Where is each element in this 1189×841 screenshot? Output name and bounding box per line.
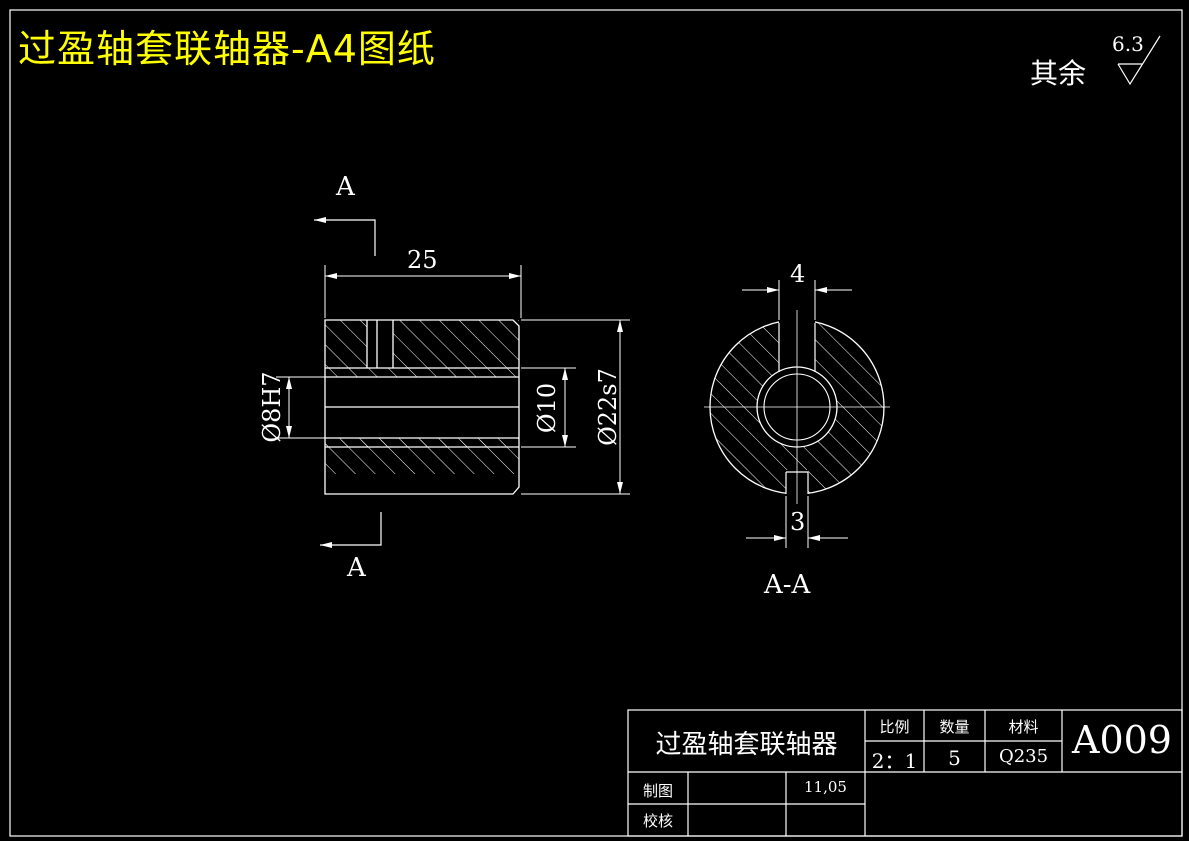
section-arrow-label-bottom: A xyxy=(347,553,366,583)
section-title: A-A xyxy=(764,570,811,600)
tb-material-label: 材料 xyxy=(1008,718,1039,736)
section-aa-view xyxy=(704,310,890,504)
tb-part-name: 过盈轴套联轴器 xyxy=(655,730,838,760)
section-arrow-label-top: A xyxy=(336,172,355,202)
section-cut-marks xyxy=(314,217,382,548)
dim-inner-text: Ø10 xyxy=(533,382,561,434)
tb-scale-value: 2：1 xyxy=(871,749,918,773)
tb-check-label: 校核 xyxy=(642,812,673,830)
tb-qty-value: 5 xyxy=(948,746,961,770)
tb-drawn-date: 11,05 xyxy=(804,778,847,796)
dim-slot-top-text: 4 xyxy=(790,260,806,288)
dim-inner xyxy=(521,367,576,448)
dim-slot-bottom xyxy=(746,496,848,548)
roughness-symbol xyxy=(1117,35,1161,86)
dim-bore xyxy=(276,376,325,439)
dim-length xyxy=(324,265,522,318)
surface-finish-value: 6.3 xyxy=(1112,32,1144,56)
dim-slot-top xyxy=(742,280,852,320)
dim-slot-bottom-text: 3 xyxy=(790,508,806,536)
tb-drawing-no: A009 xyxy=(1072,718,1172,762)
surface-finish-label: 其余 xyxy=(1030,57,1087,90)
tb-scale-label: 比例 xyxy=(879,718,910,736)
drawing-border xyxy=(9,9,1183,837)
dim-bore-text: Ø8H7 xyxy=(258,371,286,443)
tb-material-value: Q235 xyxy=(998,746,1049,767)
front-section-view xyxy=(324,319,520,495)
dim-outer xyxy=(521,319,630,495)
drawing-title: 过盈轴套联轴器-A4图纸 xyxy=(18,27,436,71)
dim-length-text: 25 xyxy=(407,246,438,274)
tb-qty-label: 数量 xyxy=(939,718,970,736)
dim-outer-text: Ø22s7 xyxy=(594,368,622,446)
tb-drawn-label: 制图 xyxy=(642,782,673,800)
title-block xyxy=(627,709,1183,837)
